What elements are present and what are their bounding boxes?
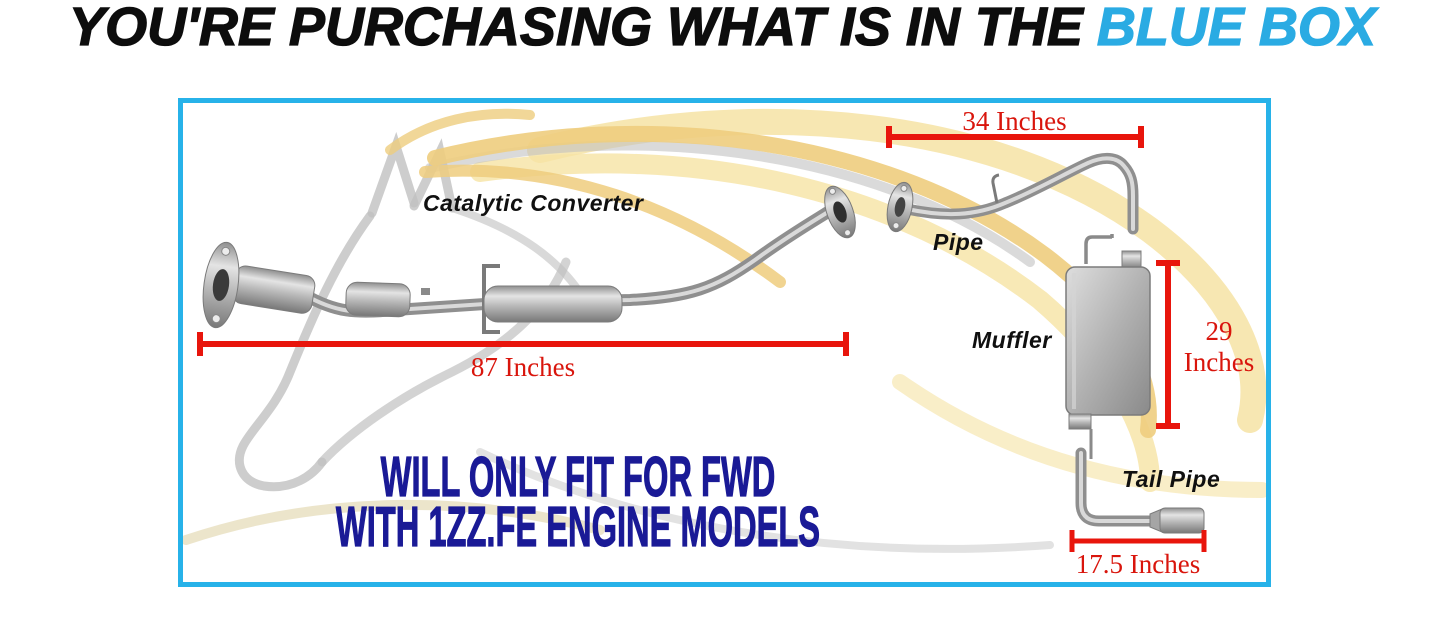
dimension-17-5in: 17.5 Inches [1075, 549, 1201, 579]
muffler-hanger-top [1084, 234, 1114, 264]
muffler-outlet [1068, 413, 1092, 430]
pipe-stub [421, 288, 430, 295]
fitment-note-line2: WITH 1ZZ.FE ENGINE MODELS [335, 496, 821, 560]
dimension-line-29in [1156, 260, 1180, 429]
muffler-body [1065, 266, 1151, 416]
pipe-flange [886, 181, 914, 233]
catalytic-converter-body [232, 265, 316, 314]
dimension-87in: 87 Inches [470, 352, 576, 382]
muffler-label: Muffler [972, 327, 1052, 353]
blue-box [178, 98, 1271, 587]
catalytic-converter-label: Catalytic Converter [423, 190, 644, 216]
horse-logo-watermark [183, 108, 1266, 553]
pipe-label: Pipe [933, 229, 984, 255]
pipe-hanger-rod [991, 173, 1000, 204]
front-flange [202, 241, 240, 329]
resonator-small [345, 281, 411, 318]
title-black-text: YOU'RE PURCHASING WHAT IS IN THE [68, 0, 1083, 58]
dimension-lines [197, 126, 1207, 552]
rear-flange [824, 185, 856, 239]
dimension-line-34in [886, 126, 1144, 148]
title-blue-text: BLUE BOX [1096, 0, 1376, 58]
catalytic-converter-assembly [202, 185, 856, 334]
dimension-34in: 34 Inches [962, 106, 1067, 136]
tail-pipe-assembly [1075, 447, 1205, 534]
dimension-29in: 29 Inches [1183, 316, 1255, 378]
tail-pipe-tip [1159, 507, 1205, 534]
fitment-note-line1: WILL ONLY FIT FOR FWD [380, 446, 776, 510]
muffler-assembly [1065, 234, 1151, 459]
tail-pipe-label: Tail Pipe [1122, 466, 1221, 492]
pipe-assembly [886, 153, 1139, 235]
resonator-large [483, 285, 623, 323]
dimension-line-17-5in [1069, 530, 1207, 552]
dimension-line-87in [197, 332, 849, 356]
